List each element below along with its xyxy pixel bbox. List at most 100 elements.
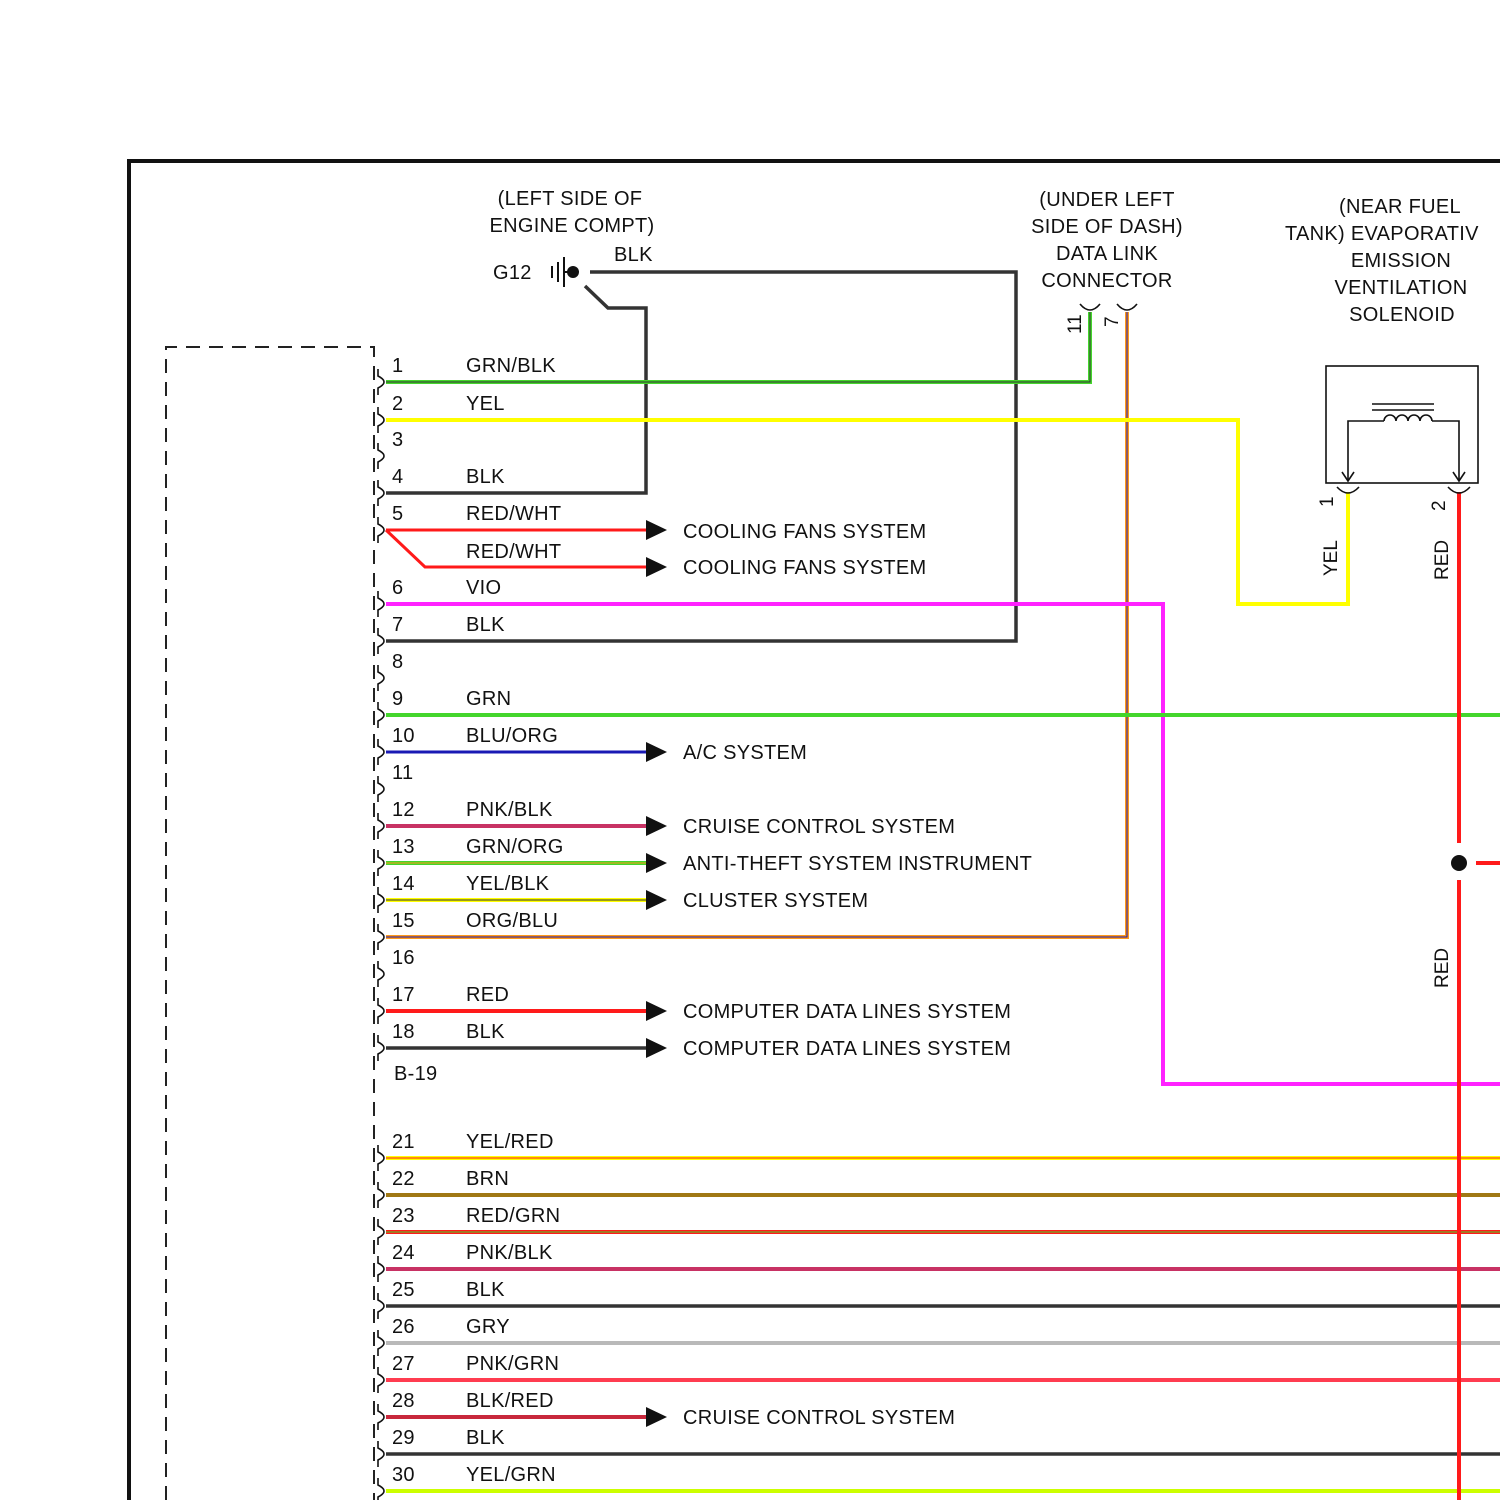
ground-id: G12	[493, 262, 532, 284]
pin-number-10: 10	[392, 725, 415, 747]
pin-number-8: 8	[392, 651, 403, 673]
pin-bracket-22	[378, 1182, 384, 1208]
pin-bracket-14	[378, 887, 384, 913]
pin-number-24: 24	[392, 1242, 415, 1264]
pin-wire-color-9: GRN	[466, 688, 511, 710]
pin-number-5: 5	[392, 503, 403, 525]
pin-bracket-2	[378, 407, 384, 433]
pin-number-6: 6	[392, 577, 403, 599]
pin-wire-color-13: GRN/ORG	[466, 836, 564, 858]
system-cluster: CLUSTER SYSTEM	[683, 890, 868, 912]
pin-wire-color-24: PNK/BLK	[466, 1242, 553, 1264]
dlc-location-line-1: (UNDER LEFT	[1039, 189, 1175, 211]
pin-wire-color-7: BLK	[466, 614, 505, 636]
arrow-data-2	[646, 1038, 667, 1058]
pin-number-1: 1	[392, 355, 403, 377]
dlc-location-line-3: DATA LINK	[1056, 243, 1158, 265]
pin-number-17: 17	[392, 984, 415, 1006]
pin-number-9: 9	[392, 688, 403, 710]
pin-bracket-18	[378, 1035, 384, 1061]
pin-wire-color-21: YEL/RED	[466, 1131, 554, 1153]
pin-number-12: 12	[392, 799, 415, 821]
pin-number-15: 15	[392, 910, 415, 932]
pin-number-28: 28	[392, 1390, 415, 1412]
pin-number-22: 22	[392, 1168, 415, 1190]
pin-number-29: 29	[392, 1427, 415, 1449]
pin-bracket-6	[378, 591, 384, 617]
solenoid-wire-red-label: RED	[1432, 540, 1453, 580]
pin-number-30: 30	[392, 1464, 415, 1486]
ground-symbol	[552, 257, 579, 287]
pin-number-11: 11	[392, 762, 413, 784]
red-lower-label: RED	[1432, 948, 1453, 988]
pin-wire-color-27: PNK/GRN	[466, 1353, 559, 1375]
evap-location-line-2: TANK) EVAPORATIV	[1285, 223, 1479, 245]
pin-bracket-5	[378, 517, 384, 543]
wires	[386, 272, 1500, 1500]
pin-bracket-27	[378, 1367, 384, 1393]
pin-number-14: 14	[392, 873, 415, 895]
pin-wire-color-10: BLU/ORG	[466, 725, 558, 747]
pin-wire-color-2: YEL	[466, 393, 505, 415]
evap-solenoid	[1326, 366, 1478, 493]
dlc-location-line-4: CONNECTOR	[1041, 270, 1172, 292]
arrowheads	[646, 520, 667, 1427]
pin-bracket-28	[378, 1404, 384, 1430]
evap-location-line-3: EMISSION	[1351, 250, 1451, 272]
ground-wire-color: BLK	[614, 244, 653, 266]
dlc-pin-7-label: 7	[1102, 316, 1123, 327]
dlc-clip-7	[1117, 304, 1137, 310]
pin-bracket-30	[378, 1478, 384, 1500]
pin-number-16: 16	[392, 947, 415, 969]
pin-wire-color-15: ORG/BLU	[466, 910, 558, 932]
system-ac: A/C SYSTEM	[683, 742, 807, 764]
pin-wire-color-22: BRN	[466, 1168, 509, 1190]
pin-number-21: 21	[392, 1131, 415, 1153]
pin-number-25: 25	[392, 1279, 415, 1301]
system-labels: COOLING FANS SYSTEM COOLING FANS SYSTEM …	[683, 521, 1032, 1429]
system-data-2: COMPUTER DATA LINES SYSTEM	[683, 1038, 1011, 1060]
dlc-location-line-2: SIDE OF DASH)	[1031, 216, 1183, 238]
pin-number-13: 13	[392, 836, 415, 858]
pin-wire-color-14: YEL/BLK	[466, 873, 550, 895]
pin-bracket-25	[378, 1293, 384, 1319]
solenoid-pin-1-label: 1	[1317, 496, 1338, 507]
system-cooling-1: COOLING FANS SYSTEM	[683, 521, 927, 543]
pin-bracket-16	[378, 961, 384, 987]
pin-number-18: 18	[392, 1021, 415, 1043]
pin-wire-color-17: RED	[466, 984, 509, 1006]
system-cooling-2: COOLING FANS SYSTEM	[683, 557, 927, 579]
pin-wire-color-29: BLK	[466, 1427, 505, 1449]
evap-location-line-1: (NEAR FUEL	[1339, 196, 1461, 218]
dlc-clip-11	[1080, 304, 1100, 310]
dlc-pin-11-label: 11	[1065, 314, 1086, 334]
arrow-cooling-1	[646, 520, 667, 540]
system-data-1: COMPUTER DATA LINES SYSTEM	[683, 1001, 1011, 1023]
pin-bracket-3	[378, 443, 384, 469]
pin-bracket-24	[378, 1256, 384, 1282]
pin-wire-color-26: GRY	[466, 1316, 510, 1338]
pin-wire-color-30: YEL/GRN	[466, 1464, 556, 1486]
pin-wire-color-6: VIO	[466, 577, 501, 599]
solenoid-coil	[1384, 415, 1432, 421]
arrow-cruise-1	[646, 816, 667, 836]
pin-wire-color-12: PNK/BLK	[466, 799, 553, 821]
pin-number-7: 7	[392, 614, 403, 636]
pin-bracket-1	[378, 369, 384, 395]
system-antitheft: ANTI-THEFT SYSTEM INSTRUMENT	[683, 853, 1032, 875]
pin-wire-color-25: BLK	[466, 1279, 505, 1301]
pin-number-2: 2	[392, 393, 403, 415]
pin-bracket-23	[378, 1219, 384, 1245]
pin-wire-color-5: RED/WHT	[466, 503, 561, 525]
arrow-cluster	[646, 890, 667, 910]
pin-number-4: 4	[392, 466, 403, 488]
pin-bracket-12	[378, 813, 384, 839]
pin-bracket-17	[378, 998, 384, 1024]
pin-wire-color-1: GRN/BLK	[466, 355, 556, 377]
pin-bracket-11	[378, 776, 384, 802]
system-cruise-2: CRUISE CONTROL SYSTEM	[683, 1407, 955, 1429]
pin-wire-color-28: BLK/RED	[466, 1390, 554, 1412]
evap-location-line-4: VENTILATION	[1335, 277, 1468, 299]
pin5-extra-wire-label: RED/WHT	[466, 541, 561, 563]
